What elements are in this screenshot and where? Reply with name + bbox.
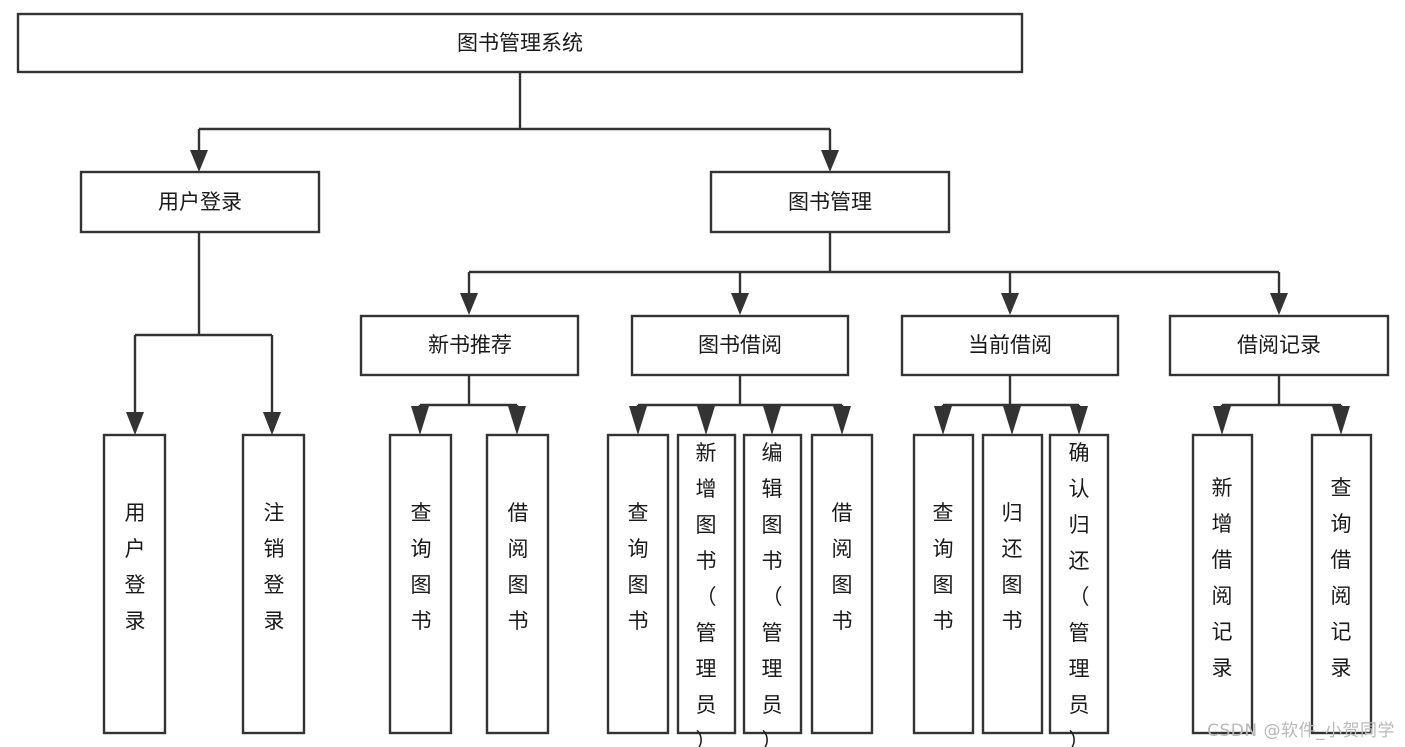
node-book-management-label: 图书管理	[788, 190, 872, 214]
node-user-login-box[interactable]	[79, 170, 321, 234]
node-borrow-record-label: 借阅记录	[1237, 333, 1321, 357]
node-leaf-user-login-label: 用户登录	[125, 501, 146, 633]
connector-group-user-login	[126, 231, 281, 435]
node-user-login-label: 用户登录	[158, 190, 242, 214]
arrow-head-borrow-record	[1270, 293, 1288, 315]
node-book-management[interactable]: 图书管理	[709, 170, 951, 234]
node-leaf-query-book-3-label: 查询图书	[933, 501, 954, 633]
arrow-head-leaf-borrow-book-1	[508, 406, 526, 435]
connector-group-current-borrow	[934, 375, 1088, 435]
arrow-head-leaf-edit-book	[763, 406, 781, 435]
node-leaf-confirm-return-box[interactable]	[1048, 433, 1110, 735]
node-leaf-add-record-box[interactable]	[1191, 433, 1254, 735]
node-leaf-query-record[interactable]: 查询借阅记录	[1310, 433, 1373, 735]
node-root-box[interactable]	[16, 12, 1024, 74]
node-new-book-recommend-label: 新书推荐	[428, 333, 512, 357]
node-leaf-query-book-1[interactable]: 查询图书	[388, 433, 453, 735]
node-leaf-return-book[interactable]: 归还图书	[981, 433, 1044, 735]
node-leaf-edit-book-box[interactable]	[742, 433, 803, 735]
node-leaf-add-book-label: 新增图书（管理员）	[696, 441, 717, 747]
node-leaf-query-book-3[interactable]: 查询图书	[912, 433, 975, 735]
node-leaf-add-record-label: 新增借阅记录	[1212, 476, 1233, 680]
node-current-borrow-box[interactable]	[900, 314, 1120, 377]
node-leaf-borrow-book-1[interactable]: 借阅图书	[485, 433, 550, 735]
node-leaf-add-book-box[interactable]	[676, 433, 737, 735]
node-leaf-add-book[interactable]: 新增图书（管理员）	[676, 433, 737, 747]
node-leaf-borrow-book-2[interactable]: 借阅图书	[810, 433, 874, 735]
node-book-borrow-box[interactable]	[630, 314, 850, 377]
arrow-head-new-book-recommend	[460, 293, 478, 315]
connector-group-book-borrow	[629, 375, 851, 435]
node-book-borrow-label: 图书借阅	[698, 333, 782, 357]
arrow-head-leaf-query-book-3	[934, 406, 952, 435]
node-leaf-query-book-2[interactable]: 查询图书	[606, 433, 670, 735]
connector-group-root	[190, 72, 839, 172]
node-leaf-borrow-book-2-box[interactable]	[810, 433, 874, 735]
arrow-head-leaf-query-book-1	[411, 406, 429, 435]
connector-group-book-management	[460, 232, 1288, 315]
arrow-head-leaf-logout-login	[263, 412, 281, 435]
arrow-head-leaf-add-book	[697, 406, 715, 435]
node-leaf-user-login[interactable]: 用户登录	[102, 433, 167, 735]
node-leaf-logout-login[interactable]: 注销登录	[241, 433, 306, 735]
node-new-book-recommend-box[interactable]	[359, 314, 580, 377]
node-leaf-query-book-1-box[interactable]	[388, 433, 453, 735]
node-leaf-confirm-return-label: 确认归还（管理员）	[1069, 441, 1090, 747]
arrow-head-user-login	[190, 150, 208, 172]
node-leaf-edit-book[interactable]: 编辑图书（管理员）	[742, 433, 803, 747]
node-leaf-query-book-1-label: 查询图书	[411, 501, 432, 633]
node-leaf-user-login-box[interactable]	[102, 433, 167, 735]
node-leaf-logout-login-box[interactable]	[241, 433, 306, 735]
arrow-head-leaf-borrow-book-2	[833, 406, 851, 435]
arrow-head-leaf-query-book-2	[629, 406, 647, 435]
connector-group-borrow-record	[1213, 375, 1350, 435]
arrow-head-leaf-query-record	[1332, 406, 1350, 435]
arrow-head-leaf-user-login	[126, 412, 144, 435]
node-book-management-box[interactable]	[709, 170, 951, 234]
node-leaf-query-record-box[interactable]	[1310, 433, 1373, 735]
node-leaf-borrow-book-1-box[interactable]	[485, 433, 550, 735]
node-leaf-borrow-book-1-label: 借阅图书	[508, 501, 529, 633]
connector-group-new-book-recommend	[411, 375, 526, 435]
node-leaf-add-record[interactable]: 新增借阅记录	[1191, 433, 1254, 735]
node-leaf-logout-login-label: 注销登录	[264, 501, 285, 633]
arrow-head-book-management	[821, 150, 839, 172]
node-leaf-edit-book-label: 编辑图书（管理员）	[762, 441, 783, 747]
node-user-login[interactable]: 用户登录	[79, 170, 321, 234]
arrow-head-current-borrow	[1001, 293, 1019, 315]
node-borrow-record-box[interactable]	[1168, 314, 1390, 377]
node-current-borrow[interactable]: 当前借阅	[900, 314, 1120, 377]
node-leaf-query-book-3-box[interactable]	[912, 433, 975, 735]
node-new-book-recommend[interactable]: 新书推荐	[359, 314, 580, 377]
node-current-borrow-label: 当前借阅	[968, 333, 1052, 357]
node-book-borrow[interactable]: 图书借阅	[630, 314, 850, 377]
node-leaf-query-book-2-label: 查询图书	[628, 501, 649, 633]
arrow-head-leaf-confirm-return	[1070, 406, 1088, 435]
node-leaf-query-book-2-box[interactable]	[606, 433, 670, 735]
node-leaf-confirm-return[interactable]: 确认归还（管理员）	[1048, 433, 1110, 747]
node-leaf-query-record-label: 查询借阅记录	[1331, 476, 1352, 680]
arrow-head-leaf-return-book	[1003, 406, 1021, 435]
node-leaf-borrow-book-2-label: 借阅图书	[832, 501, 853, 633]
arrow-head-book-borrow	[731, 293, 749, 315]
node-root[interactable]: 图书管理系统	[16, 12, 1024, 74]
node-root-label: 图书管理系统	[457, 31, 583, 55]
arrow-head-leaf-add-record	[1213, 406, 1231, 435]
node-leaf-return-book-box[interactable]	[981, 433, 1044, 735]
node-borrow-record[interactable]: 借阅记录	[1168, 314, 1390, 377]
node-leaf-return-book-label: 归还图书	[1002, 501, 1023, 633]
